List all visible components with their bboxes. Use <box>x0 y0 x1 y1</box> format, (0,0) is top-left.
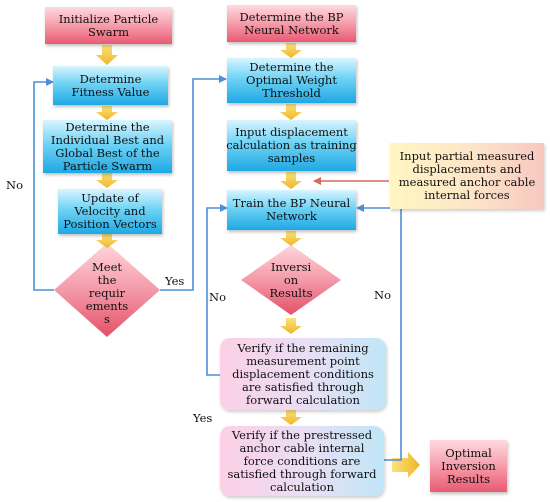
initialize-particle-swarm-box: Initialize Particle Swarm <box>45 7 172 44</box>
line-no-force-to-train <box>356 204 402 461</box>
determine-optimal-weight-threshold-box: Determine the Optimal Weight Threshold <box>227 58 356 103</box>
verify-force-line-1: Verify if the prestressed <box>231 427 373 442</box>
meet-line-1: Meet <box>91 259 122 274</box>
meet-requirements-diamond <box>54 243 160 337</box>
inversion-line-1: Inversi <box>270 259 312 274</box>
line-yes-to-weight <box>160 75 227 291</box>
line-no-to-fitness <box>33 78 54 291</box>
determine-bp-network-box: Determine the BP Neural Network <box>227 5 356 42</box>
optimal-line-3: Results <box>447 471 490 486</box>
measured-line-4: internal forces <box>424 188 510 202</box>
inversion-line-3: Results <box>269 285 313 300</box>
fitness-line-1: Determine <box>79 71 142 86</box>
label-no-inversion: No <box>209 290 226 304</box>
verify-anchor-force-box: Verify if the prestressed anchor cable i… <box>220 426 384 496</box>
best-line-2: Individual Best and <box>50 132 165 147</box>
measured-line-2: displacements and <box>412 162 522 176</box>
arrow-fitness-to-best <box>96 106 118 120</box>
best-line-1: Determine the <box>65 119 150 134</box>
verify-force-line-5: calculation <box>270 479 334 494</box>
input-partial-measured-box: Input partial measured displacements and… <box>390 143 544 209</box>
train-line-1: Train the BP Neural <box>232 196 351 210</box>
arrow-update-to-meet <box>96 234 118 248</box>
update-line-1: Update of <box>81 191 139 205</box>
meet-line-4: ements <box>85 298 129 313</box>
fitness-line-2: Fitness Value <box>71 84 150 99</box>
measured-line-1: Input partial measured <box>399 149 535 163</box>
verify-force-line-4: satisfied through forward <box>227 466 377 481</box>
determine-individual-global-best-box: Determine the Individual Best and Global… <box>43 120 172 173</box>
init-swarm-line-2: Swarm <box>88 24 129 39</box>
input-displacement-samples-box: Input displacement calculation as traini… <box>226 120 357 171</box>
weight-line-2: Optimal Weight <box>246 73 337 87</box>
arrow-bp-to-weight <box>280 43 302 58</box>
arrow-train-to-inversion <box>280 231 302 246</box>
input-line-3: samples <box>267 151 316 165</box>
bp-line-1: Determine the BP <box>239 9 344 24</box>
line-no-verify-to-train <box>206 204 228 376</box>
measured-line-3: measured anchor cable <box>398 175 536 189</box>
verify-disp-line-2: measurement point <box>246 353 360 368</box>
optimal-line-1: Optimal <box>445 445 492 460</box>
verify-disp-line-4: are satisfied through <box>242 379 364 394</box>
label-no-left: No <box>6 178 23 192</box>
verify-disp-line-5: forward calculation <box>246 392 360 407</box>
arrow-init-to-fitness <box>96 45 118 65</box>
update-line-3: Position Vectors <box>63 217 157 231</box>
verify-force-line-3: force conditions are <box>243 453 361 468</box>
meet-line-2: the <box>97 272 117 287</box>
meet-line-3: requir <box>88 285 126 300</box>
feedback-lines <box>33 75 402 461</box>
best-line-3: Global Best of the <box>55 145 160 160</box>
verify-force-line-2: anchor cable internal <box>239 440 365 455</box>
input-line-2: calculation as training <box>226 138 357 152</box>
inversion-results-diamond <box>241 245 341 315</box>
verify-displacement-box: Verify if the remaining measurement poin… <box>220 338 386 410</box>
arrow-input-to-train <box>280 172 302 189</box>
arrow-weight-to-input <box>280 104 302 120</box>
optimal-line-2: Inversion <box>441 458 496 473</box>
update-velocity-position-box: Update of Velocity and Position Vectors <box>58 189 162 234</box>
verify-disp-line-3: displacement conditions <box>232 366 374 381</box>
train-bp-network-box: Train the BP Neural Network <box>227 190 356 230</box>
optimal-inversion-results-box: Optimal Inversion Results <box>430 440 507 492</box>
inversion-line-2: on <box>283 272 299 287</box>
arrow-best-to-update <box>96 173 118 188</box>
weight-line-3: Threshold <box>262 86 321 100</box>
verify-disp-line-1: Verify if the remaining <box>237 340 369 355</box>
weight-line-1: Determine the <box>249 60 334 74</box>
label-yes-verify: Yes <box>193 411 213 425</box>
meet-requirements-label: Meet the requir ements s <box>72 254 142 332</box>
arrow-verify-to-optimal <box>392 452 420 478</box>
arrow-verify-to-verify <box>280 410 302 425</box>
best-line-4: Particle Swarm <box>62 158 153 173</box>
arrow-inversion-to-verify <box>280 318 302 334</box>
train-line-2: Network <box>266 209 317 223</box>
update-line-2: Velocity and <box>74 204 146 218</box>
determine-fitness-value-box: Determine Fitness Value <box>53 66 168 105</box>
flow-arrows-middle <box>280 43 302 425</box>
flow-arrows-left <box>96 45 118 248</box>
label-yes-meet: Yes <box>165 274 185 288</box>
label-no-right: No <box>374 288 391 302</box>
input-line-1: Input displacement <box>235 125 348 139</box>
init-swarm-line-1: Initialize Particle <box>58 11 159 26</box>
inversion-results-label: Inversi on Results <box>256 255 326 305</box>
bp-line-2: Neural Network <box>244 22 339 37</box>
meet-line-5: s <box>104 311 110 326</box>
